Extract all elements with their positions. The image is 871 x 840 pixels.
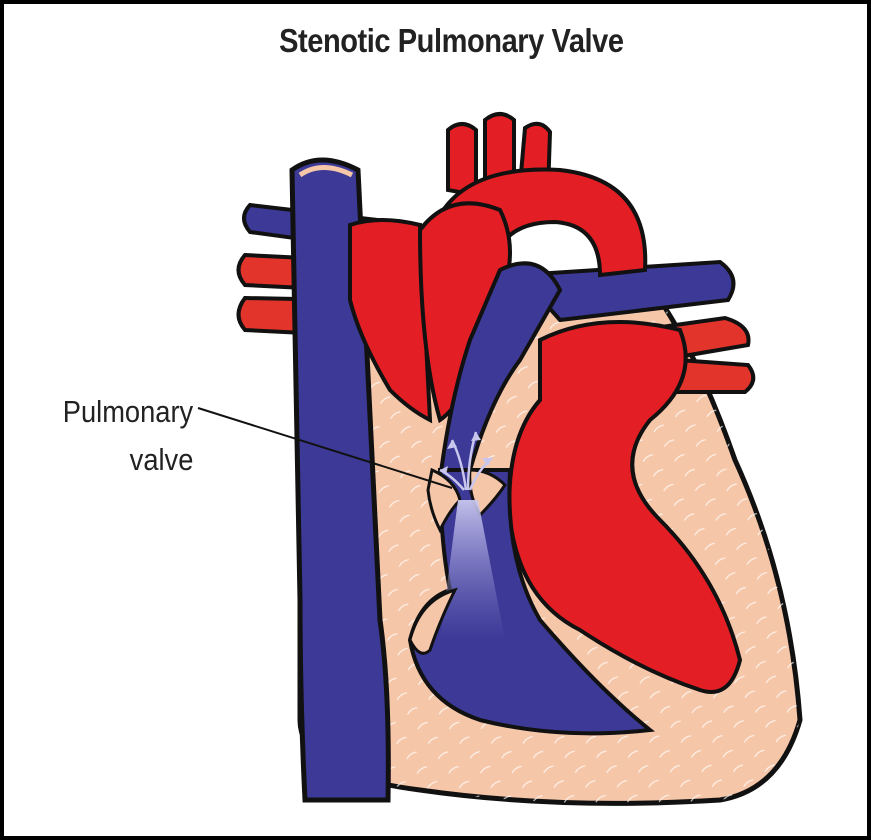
heart-illustration	[0, 0, 871, 840]
page: Stenotic Pulmonary Valve Pulmonary valve	[0, 0, 871, 840]
